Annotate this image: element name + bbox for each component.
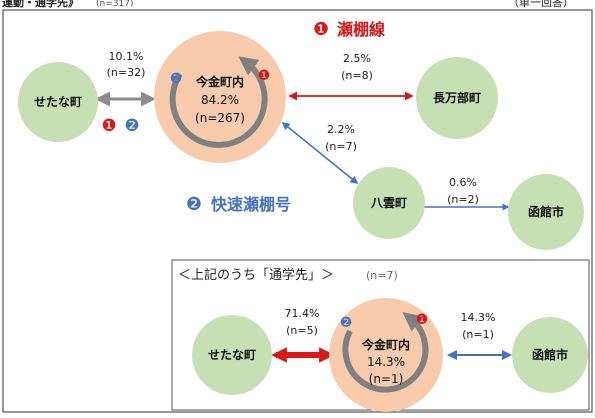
school-node-imakane-n: (n=1) <box>369 372 404 386</box>
school-edge-left-n: (n=5) <box>286 324 318 337</box>
school-box-title: ＜上記のうち「通学先」＞ <box>178 267 334 283</box>
imakane-route1-mark: ❶ <box>258 68 271 84</box>
school-node-hakodate <box>512 317 588 393</box>
school-loop-arrow <box>342 312 429 393</box>
node-yakumo <box>353 167 425 239</box>
school-route1-mark: ❶ <box>416 312 429 328</box>
edge-setana-imakane-pct: 10.1% <box>109 50 144 63</box>
edge-setana-route1-mark: ❶ <box>101 116 116 136</box>
node-hakodate <box>508 174 584 250</box>
outer-frame <box>2 9 593 413</box>
edge-imakane-yakumo-pct: 2.2% <box>327 123 355 136</box>
node-hakodate-label: 函館市 <box>528 204 564 219</box>
edge-imakane-yakumo-n: (n=7) <box>325 140 357 153</box>
school-edge-left-pct: 71.4% <box>285 307 320 320</box>
node-oshamambe <box>416 57 498 139</box>
legend-route2-num: ❷ <box>186 194 202 215</box>
edge-imakane-oshamambe-n: (n=8) <box>341 69 373 82</box>
header-left-note: (n=317) <box>96 0 133 9</box>
edge-yakumo-hakodate-pct: 0.6% <box>449 176 477 189</box>
edge-imakane-yakumo <box>281 121 359 185</box>
node-yakumo-label: 八雲町 <box>370 196 407 210</box>
school-edge-right-pct: 14.3% <box>461 311 496 324</box>
header-left-fragment: 運動・通学先》 <box>2 0 79 9</box>
school-node-setana <box>192 315 272 395</box>
imakane-route2-mark: ❷ <box>170 71 183 87</box>
school-edge-right-n: (n=1) <box>462 328 494 341</box>
school-node-setana-label: せたな町 <box>208 348 256 362</box>
legend-route2-name: 快速瀬棚号 <box>211 195 291 214</box>
loop-arrow-imakane <box>169 56 268 148</box>
node-oshamambe-label: 長万部町 <box>433 90 481 105</box>
school-node-imakane-pct: 14.3% <box>367 355 405 369</box>
school-node-imakane-name: 今金町内 <box>361 337 410 352</box>
node-imakane-pct: 84.2% <box>201 93 239 107</box>
node-imakane-n: (n=267) <box>195 111 245 125</box>
school-route2-mark: ❷ <box>340 315 353 331</box>
edge-imakane-oshamambe-pct: 2.5% <box>343 52 371 65</box>
school-node-hakodate-label: 函館市 <box>532 347 568 362</box>
node-setana <box>18 62 98 142</box>
edge-setana-imakane-n: (n=32) <box>107 66 146 79</box>
legend-route1-num: ❶ <box>313 19 329 40</box>
edge-setana-route2-mark: ❷ <box>124 116 139 136</box>
header-right-fragment: （単一回答） <box>508 0 574 9</box>
edge-yakumo-hakodate-n: (n=2) <box>447 193 479 206</box>
node-setana-label: せたな町 <box>34 95 82 109</box>
node-imakane-name: 今金町内 <box>195 74 244 89</box>
school-box-title-n: (n=7) <box>366 269 398 282</box>
legend-route1-name: 瀬棚線 <box>337 20 385 39</box>
